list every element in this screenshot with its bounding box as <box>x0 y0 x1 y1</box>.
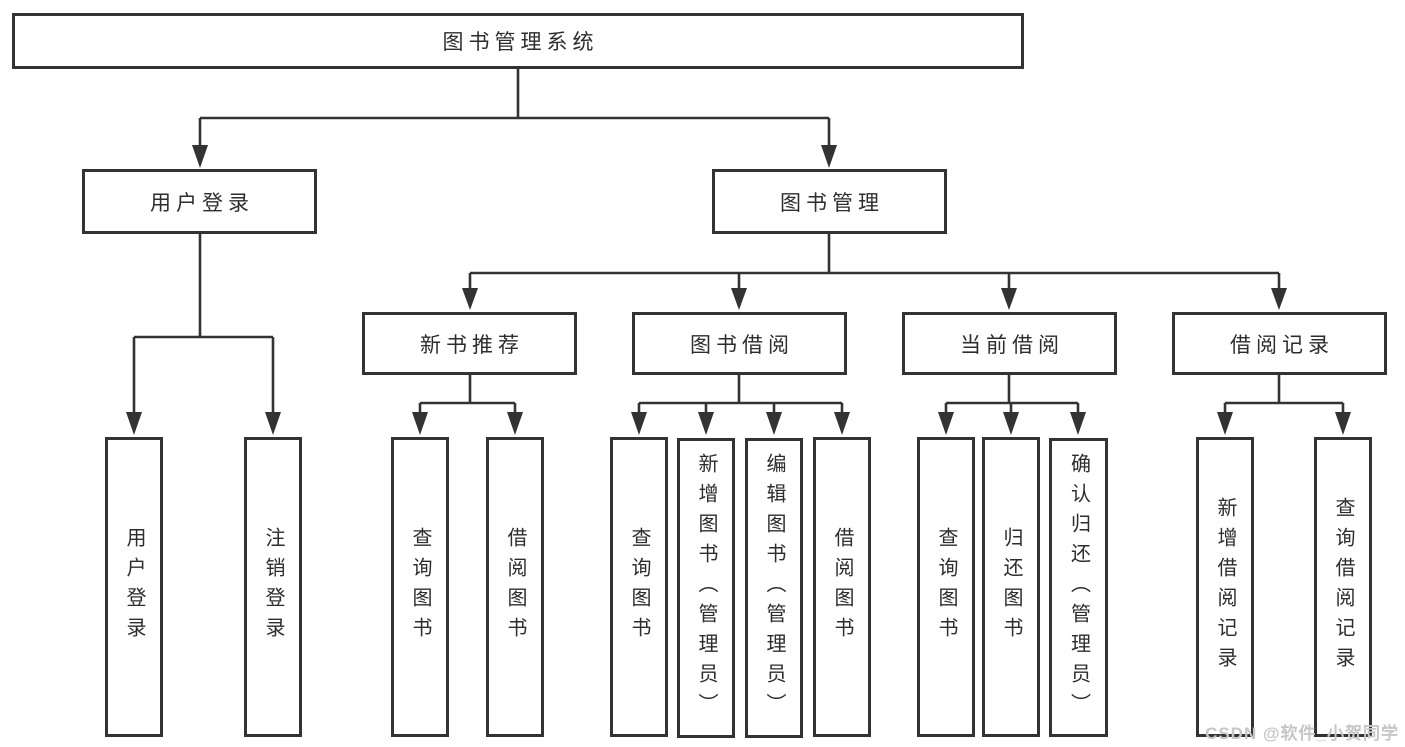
leaf-add-book-admin-label: 新增图书（管理员） <box>695 453 717 723</box>
leaf-query-books-1-label: 查询图书 <box>409 527 431 647</box>
watermark: CSDN @软件_小贺同学 <box>1205 724 1399 743</box>
leaf-return-books-label: 归还图书 <box>1000 527 1022 647</box>
leaf-query-books-2-label: 查询图书 <box>628 527 650 647</box>
node-user-login: 用户登录 <box>82 169 317 234</box>
leaf-borrow-books-2-label: 借阅图书 <box>831 527 853 647</box>
leaf-query-books-2: 查询图书 <box>610 437 668 737</box>
leaf-borrow-books-1: 借阅图书 <box>486 437 544 737</box>
leaf-logout-label: 注销登录 <box>262 527 284 647</box>
leaf-confirm-return-admin-label: 确认归还（管理员） <box>1067 452 1090 723</box>
node-book-borrowing: 图书借阅 <box>632 312 847 375</box>
node-current-borrowing: 当前借阅 <box>902 312 1117 375</box>
leaf-borrow-books-2: 借阅图书 <box>813 437 871 737</box>
leaf-query-books-3: 查询图书 <box>917 437 975 737</box>
node-library-management-system: 图书管理系统 <box>12 13 1024 69</box>
leaf-query-books-3-label: 查询图书 <box>935 527 957 647</box>
leaf-query-books-1: 查询图书 <box>391 437 449 737</box>
node-new-book-recommend: 新书推荐 <box>362 312 577 375</box>
leaf-user-login: 用户登录 <box>105 437 163 737</box>
leaf-add-borrow-record-label: 新增借阅记录 <box>1214 497 1236 677</box>
leaf-query-borrow-record: 查询借阅记录 <box>1314 437 1372 737</box>
node-borrowing-records: 借阅记录 <box>1172 312 1387 375</box>
leaf-user-login-label: 用户登录 <box>123 527 145 647</box>
leaf-edit-book-admin-label: 编辑图书（管理员） <box>763 453 785 723</box>
leaf-logout: 注销登录 <box>244 437 302 737</box>
leaf-add-book-admin: 新增图书（管理员） <box>677 438 735 738</box>
leaf-edit-book-admin: 编辑图书（管理员） <box>745 438 803 738</box>
leaf-borrow-books-1-label: 借阅图书 <box>504 527 526 647</box>
leaf-confirm-return-admin: 确认归还（管理员） <box>1049 438 1108 737</box>
leaf-return-books: 归还图书 <box>982 437 1040 737</box>
leaf-add-borrow-record: 新增借阅记录 <box>1196 437 1254 737</box>
node-book-management: 图书管理 <box>712 169 947 234</box>
leaf-query-borrow-record-label: 查询借阅记录 <box>1332 497 1354 677</box>
